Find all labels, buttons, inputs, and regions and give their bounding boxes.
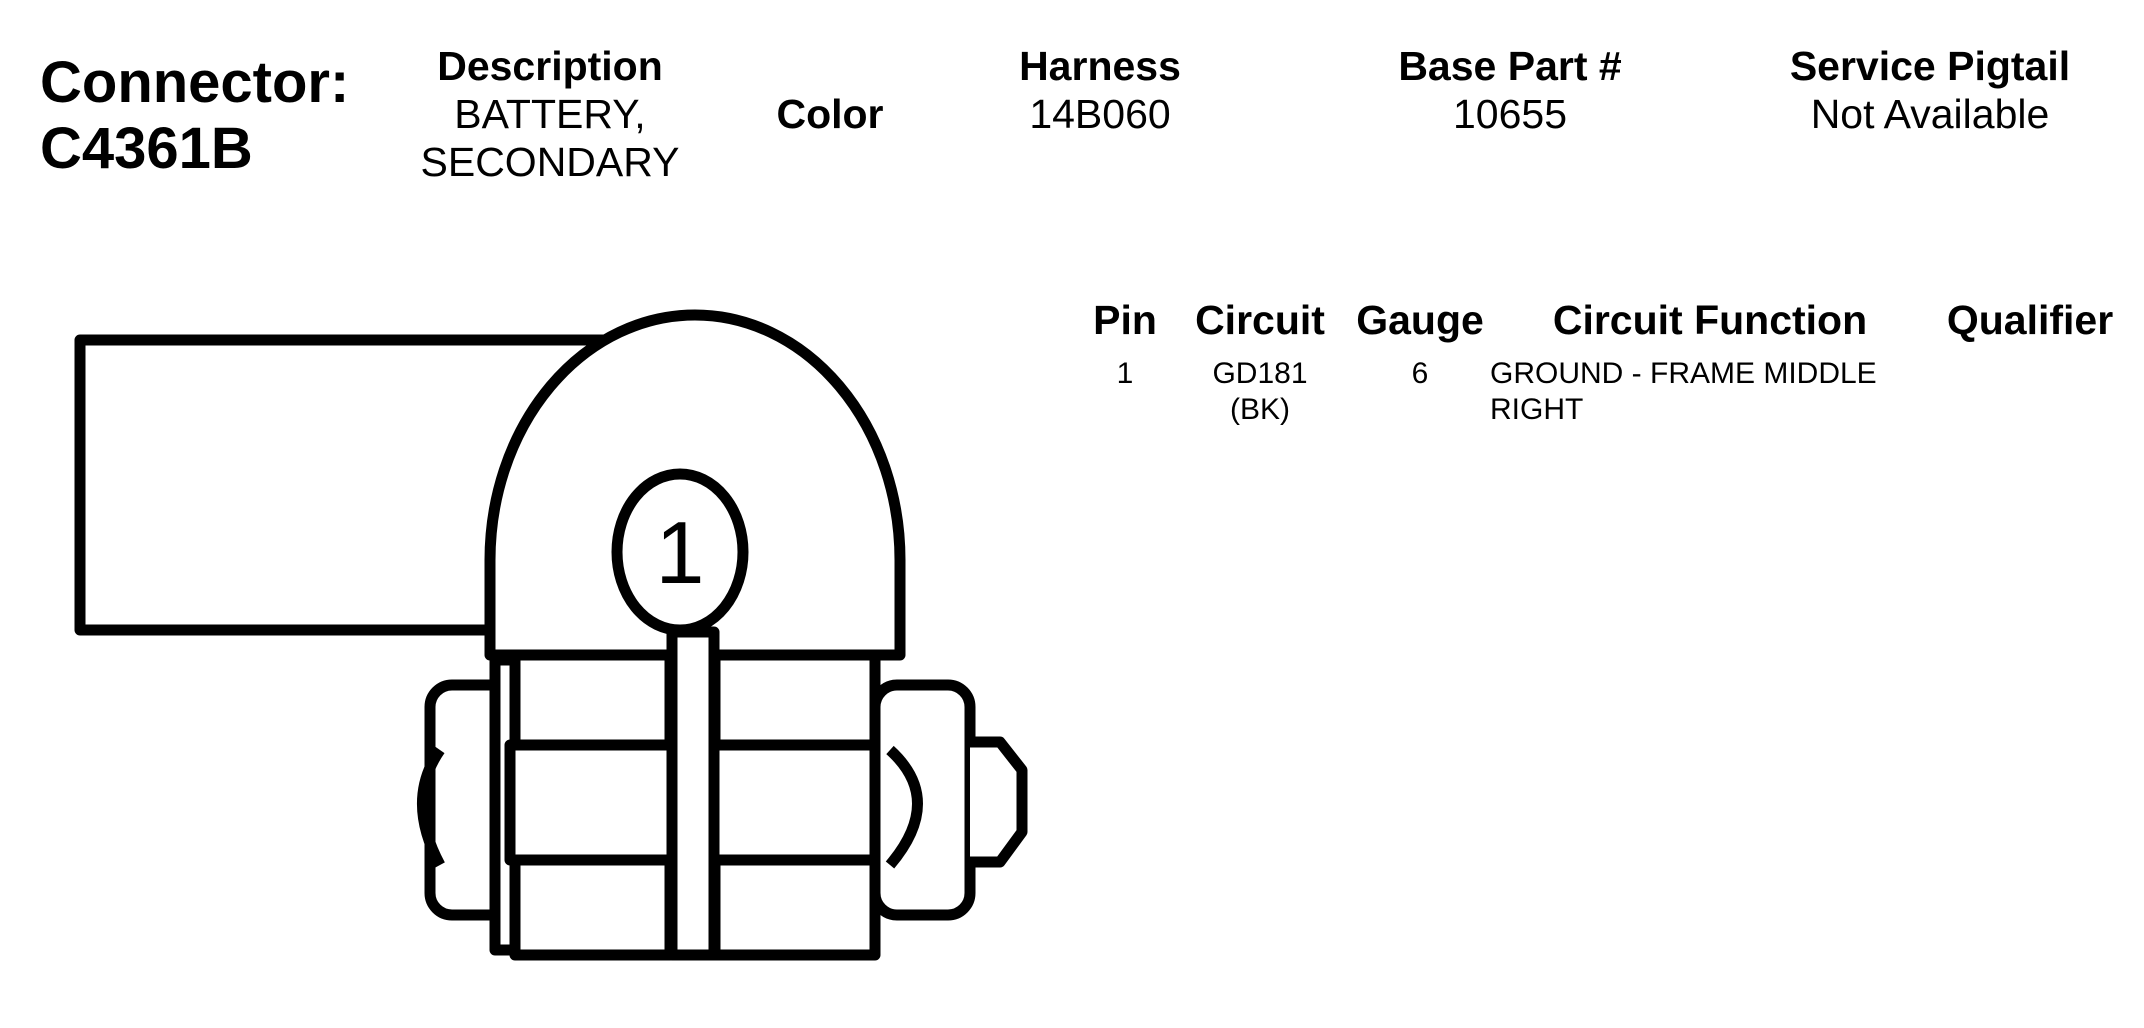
bolt-shaft — [504, 739, 936, 866]
table-header-qualifier: Qualifier — [1946, 297, 2114, 343]
table-header-gauge: Gauge — [1356, 297, 1484, 343]
left-nut-cap — [417, 746, 445, 868]
base-part-value: 10655 — [1452, 91, 1567, 137]
table-cell-circuit-function: GROUND - FRAME MIDDLE RIGHT — [1490, 356, 1930, 428]
function-line2: RIGHT — [1490, 393, 1584, 426]
table-header-pin: Pin — [1093, 297, 1157, 343]
pin-1-label: 1 — [656, 503, 705, 602]
table-cell-pin: 1 — [1116, 357, 1134, 390]
connector-id: C4361B — [40, 116, 253, 181]
connector-label: Connector: — [40, 50, 350, 115]
harness-column: Harness 14B060 — [960, 42, 1240, 138]
bolt-tip — [970, 736, 1028, 868]
function-line1: GROUND - FRAME MIDDLE — [1490, 357, 1877, 390]
description-value-line2: SECONDARY — [420, 139, 680, 185]
color-label: Color — [776, 91, 884, 137]
table-header-circuit: Circuit — [1195, 297, 1325, 343]
service-pigtail-label: Service Pigtail — [1789, 43, 2071, 89]
description-column: Description BATTERY, SECONDARY — [390, 42, 710, 186]
table-cell-circuit: GD181 (BK) — [1180, 356, 1340, 428]
base-part-column: Base Part # 10655 — [1340, 42, 1680, 138]
right-nut-cap — [885, 745, 923, 869]
circuit-color: (BK) — [1230, 393, 1290, 426]
ring-slit — [666, 626, 720, 961]
service-pigtail-column: Service Pigtail Not Available — [1740, 42, 2120, 138]
harness-label: Harness — [1019, 43, 1181, 89]
service-pigtail-value: Not Available — [1810, 91, 2050, 137]
color-column: Color — [730, 90, 930, 138]
harness-value: 14B060 — [1029, 91, 1171, 137]
connector-face-diagram: 1 — [74, 309, 1028, 961]
table-cell-gauge: 6 — [1411, 357, 1429, 390]
connector-title: Connector: C4361B — [40, 50, 349, 182]
circuit-code: GD181 — [1212, 357, 1308, 390]
table-header-circuit-function: Circuit Function — [1552, 297, 1868, 343]
description-value-line1: BATTERY, — [454, 91, 646, 137]
base-part-label: Base Part # — [1398, 43, 1622, 89]
description-label: Description — [437, 43, 663, 89]
